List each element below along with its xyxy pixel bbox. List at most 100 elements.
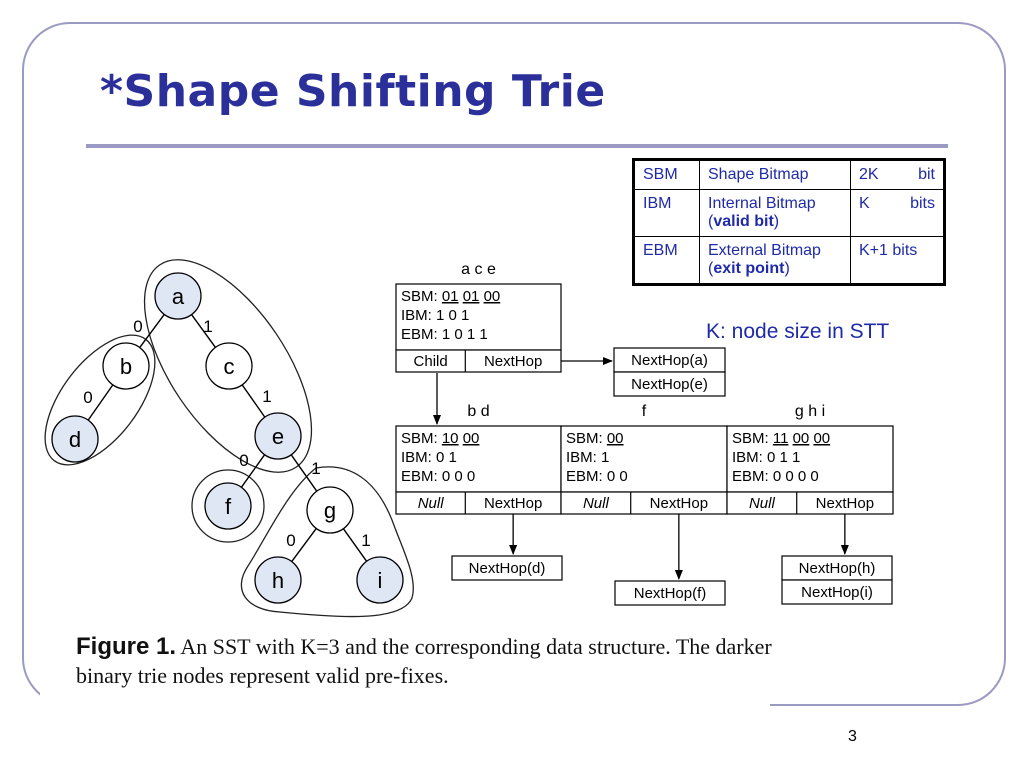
legend-name-main: Internal Bitmap bbox=[708, 195, 816, 212]
ebm-line: EBM: 0 0 0 0 bbox=[732, 468, 819, 485]
sbm-label: SBM: bbox=[401, 288, 442, 305]
sbm-group: 00 bbox=[793, 430, 810, 447]
ebm-line: EBM: 0 0 0 bbox=[401, 468, 475, 485]
trie-node-f bbox=[204, 482, 252, 530]
sbm-group: 01 bbox=[463, 288, 480, 305]
caption-backdrop bbox=[40, 628, 770, 744]
sbm-label: SBM: bbox=[566, 430, 607, 447]
trie-edge-c-e bbox=[241, 384, 266, 418]
nexthop-pointer: NextHop bbox=[816, 495, 874, 512]
nexthop-cell-label: NextHop(i) bbox=[801, 584, 873, 601]
null-pointer: Null bbox=[749, 495, 776, 512]
nexthop-cell bbox=[614, 580, 726, 606]
block-bitmaps bbox=[395, 425, 562, 493]
trie-edge-label: 1 bbox=[262, 387, 271, 406]
trie-edge-a-c bbox=[190, 314, 217, 348]
child-sst-node: g h i SBM: 11 00 00 IBM: 0 1 1 EBM: 0 0 0 … bbox=[726, 403, 894, 515]
legend-name: External Bitmap(exit point) bbox=[699, 236, 851, 285]
block-bitmaps bbox=[560, 425, 728, 493]
block-header: g h i bbox=[795, 403, 825, 420]
legend-name-main: External Bitmap bbox=[708, 242, 821, 259]
sbm-group: 11 bbox=[773, 430, 789, 447]
sbm-group: 10 bbox=[442, 430, 459, 447]
legend-abbr: SBM bbox=[633, 159, 700, 190]
trie-node-b bbox=[102, 342, 150, 390]
nexthop-pointer: NextHop bbox=[650, 495, 708, 512]
trie-node-h bbox=[254, 556, 302, 604]
nexthop-cell bbox=[613, 347, 726, 373]
sbm-label: SBM: bbox=[732, 430, 773, 447]
trie-node-label: a bbox=[172, 284, 185, 309]
sbm-group: 00 bbox=[484, 288, 501, 305]
legend-size-value: K+1 bits bbox=[859, 242, 918, 259]
trie-edge-label: 0 bbox=[133, 317, 142, 336]
sbm-group: 01 bbox=[442, 288, 459, 305]
nexthop-cell bbox=[781, 579, 893, 605]
null-pointer: Null bbox=[583, 495, 610, 512]
trie-edge-g-i bbox=[342, 528, 368, 562]
trie-node-label: g bbox=[324, 498, 336, 523]
data-structure: a c e SBM: 01 01 00 IBM: 1 0 1 EBM: 1 0 1 … bbox=[395, 261, 894, 606]
trie-node-label: h bbox=[272, 568, 284, 593]
null-pointer: Null bbox=[418, 495, 445, 512]
block-header: a c e bbox=[461, 261, 496, 278]
block-pointers bbox=[726, 491, 894, 515]
sst-group-outline bbox=[143, 259, 313, 473]
trie-node-a bbox=[154, 272, 202, 320]
sbm-line: SBM: 10 00 bbox=[401, 430, 479, 447]
trie-node-d bbox=[51, 415, 99, 463]
ibm-line: IBM: 0 1 1 bbox=[732, 449, 800, 466]
block-header: b d bbox=[467, 403, 489, 420]
nexthop-pointer: NextHop bbox=[484, 353, 542, 370]
trie-node-g bbox=[306, 486, 354, 534]
child-nexthop-array: NextHop(f) bbox=[614, 580, 726, 606]
trie-edge-label: 1 bbox=[311, 459, 320, 478]
trie-edge-label: 1 bbox=[361, 531, 370, 550]
legend-name-extra: exit point bbox=[713, 260, 785, 277]
nexthop-cell bbox=[613, 371, 726, 397]
sbm-group: 00 bbox=[607, 430, 624, 447]
sst-group-outline bbox=[240, 466, 414, 618]
trie-node-label: i bbox=[378, 568, 383, 593]
trie-node-i bbox=[356, 556, 404, 604]
slide-title: *Shape Shifting Trie bbox=[100, 66, 606, 117]
nexthop-cell-label: NextHop(h) bbox=[799, 560, 876, 577]
ebm-line: EBM: 0 0 bbox=[566, 468, 628, 485]
trie-node-label: b bbox=[120, 354, 132, 379]
k-note: K: node size in STT bbox=[706, 320, 890, 343]
legend-size-unit: bits bbox=[910, 195, 935, 212]
trie-node-label: d bbox=[69, 427, 81, 452]
nexthop-cell-label: NextHop(e) bbox=[631, 376, 708, 393]
child-nexthop-array: NextHop(h) NextHop(i) bbox=[781, 555, 893, 605]
sbm-line: SBM: 01 01 00 bbox=[401, 288, 500, 305]
sbm-group: 00 bbox=[813, 430, 830, 447]
trie-node-label: c bbox=[224, 354, 235, 379]
page-number: 3 bbox=[848, 728, 857, 745]
trie-edge-label: 0 bbox=[286, 531, 295, 550]
nexthop-cell-label: NextHop(a) bbox=[631, 352, 708, 369]
child-nexthop-array: NextHop(d) bbox=[451, 555, 563, 581]
trie-node-label: e bbox=[272, 424, 284, 449]
ibm-line: IBM: 0 1 bbox=[401, 449, 457, 466]
trie-edge-label: 0 bbox=[83, 388, 92, 407]
trie-edge-label: 1 bbox=[203, 317, 212, 336]
nexthop-cell-label: NextHop(f) bbox=[634, 585, 707, 602]
legend-size-unit: bit bbox=[918, 166, 935, 183]
sbm-group: 00 bbox=[463, 430, 480, 447]
trie-node-c bbox=[205, 342, 253, 390]
ibm-line: IBM: 1 0 1 bbox=[401, 307, 469, 324]
title-divider bbox=[86, 144, 948, 148]
trie-node-e bbox=[254, 412, 302, 460]
sbm-label: SBM: bbox=[401, 430, 442, 447]
sst-group-outline bbox=[44, 334, 156, 466]
trie-edge-e-g bbox=[290, 454, 318, 492]
sbm-line: SBM: 11 00 00 bbox=[732, 430, 830, 447]
ebm-line: EBM: 1 0 1 1 bbox=[401, 326, 488, 343]
